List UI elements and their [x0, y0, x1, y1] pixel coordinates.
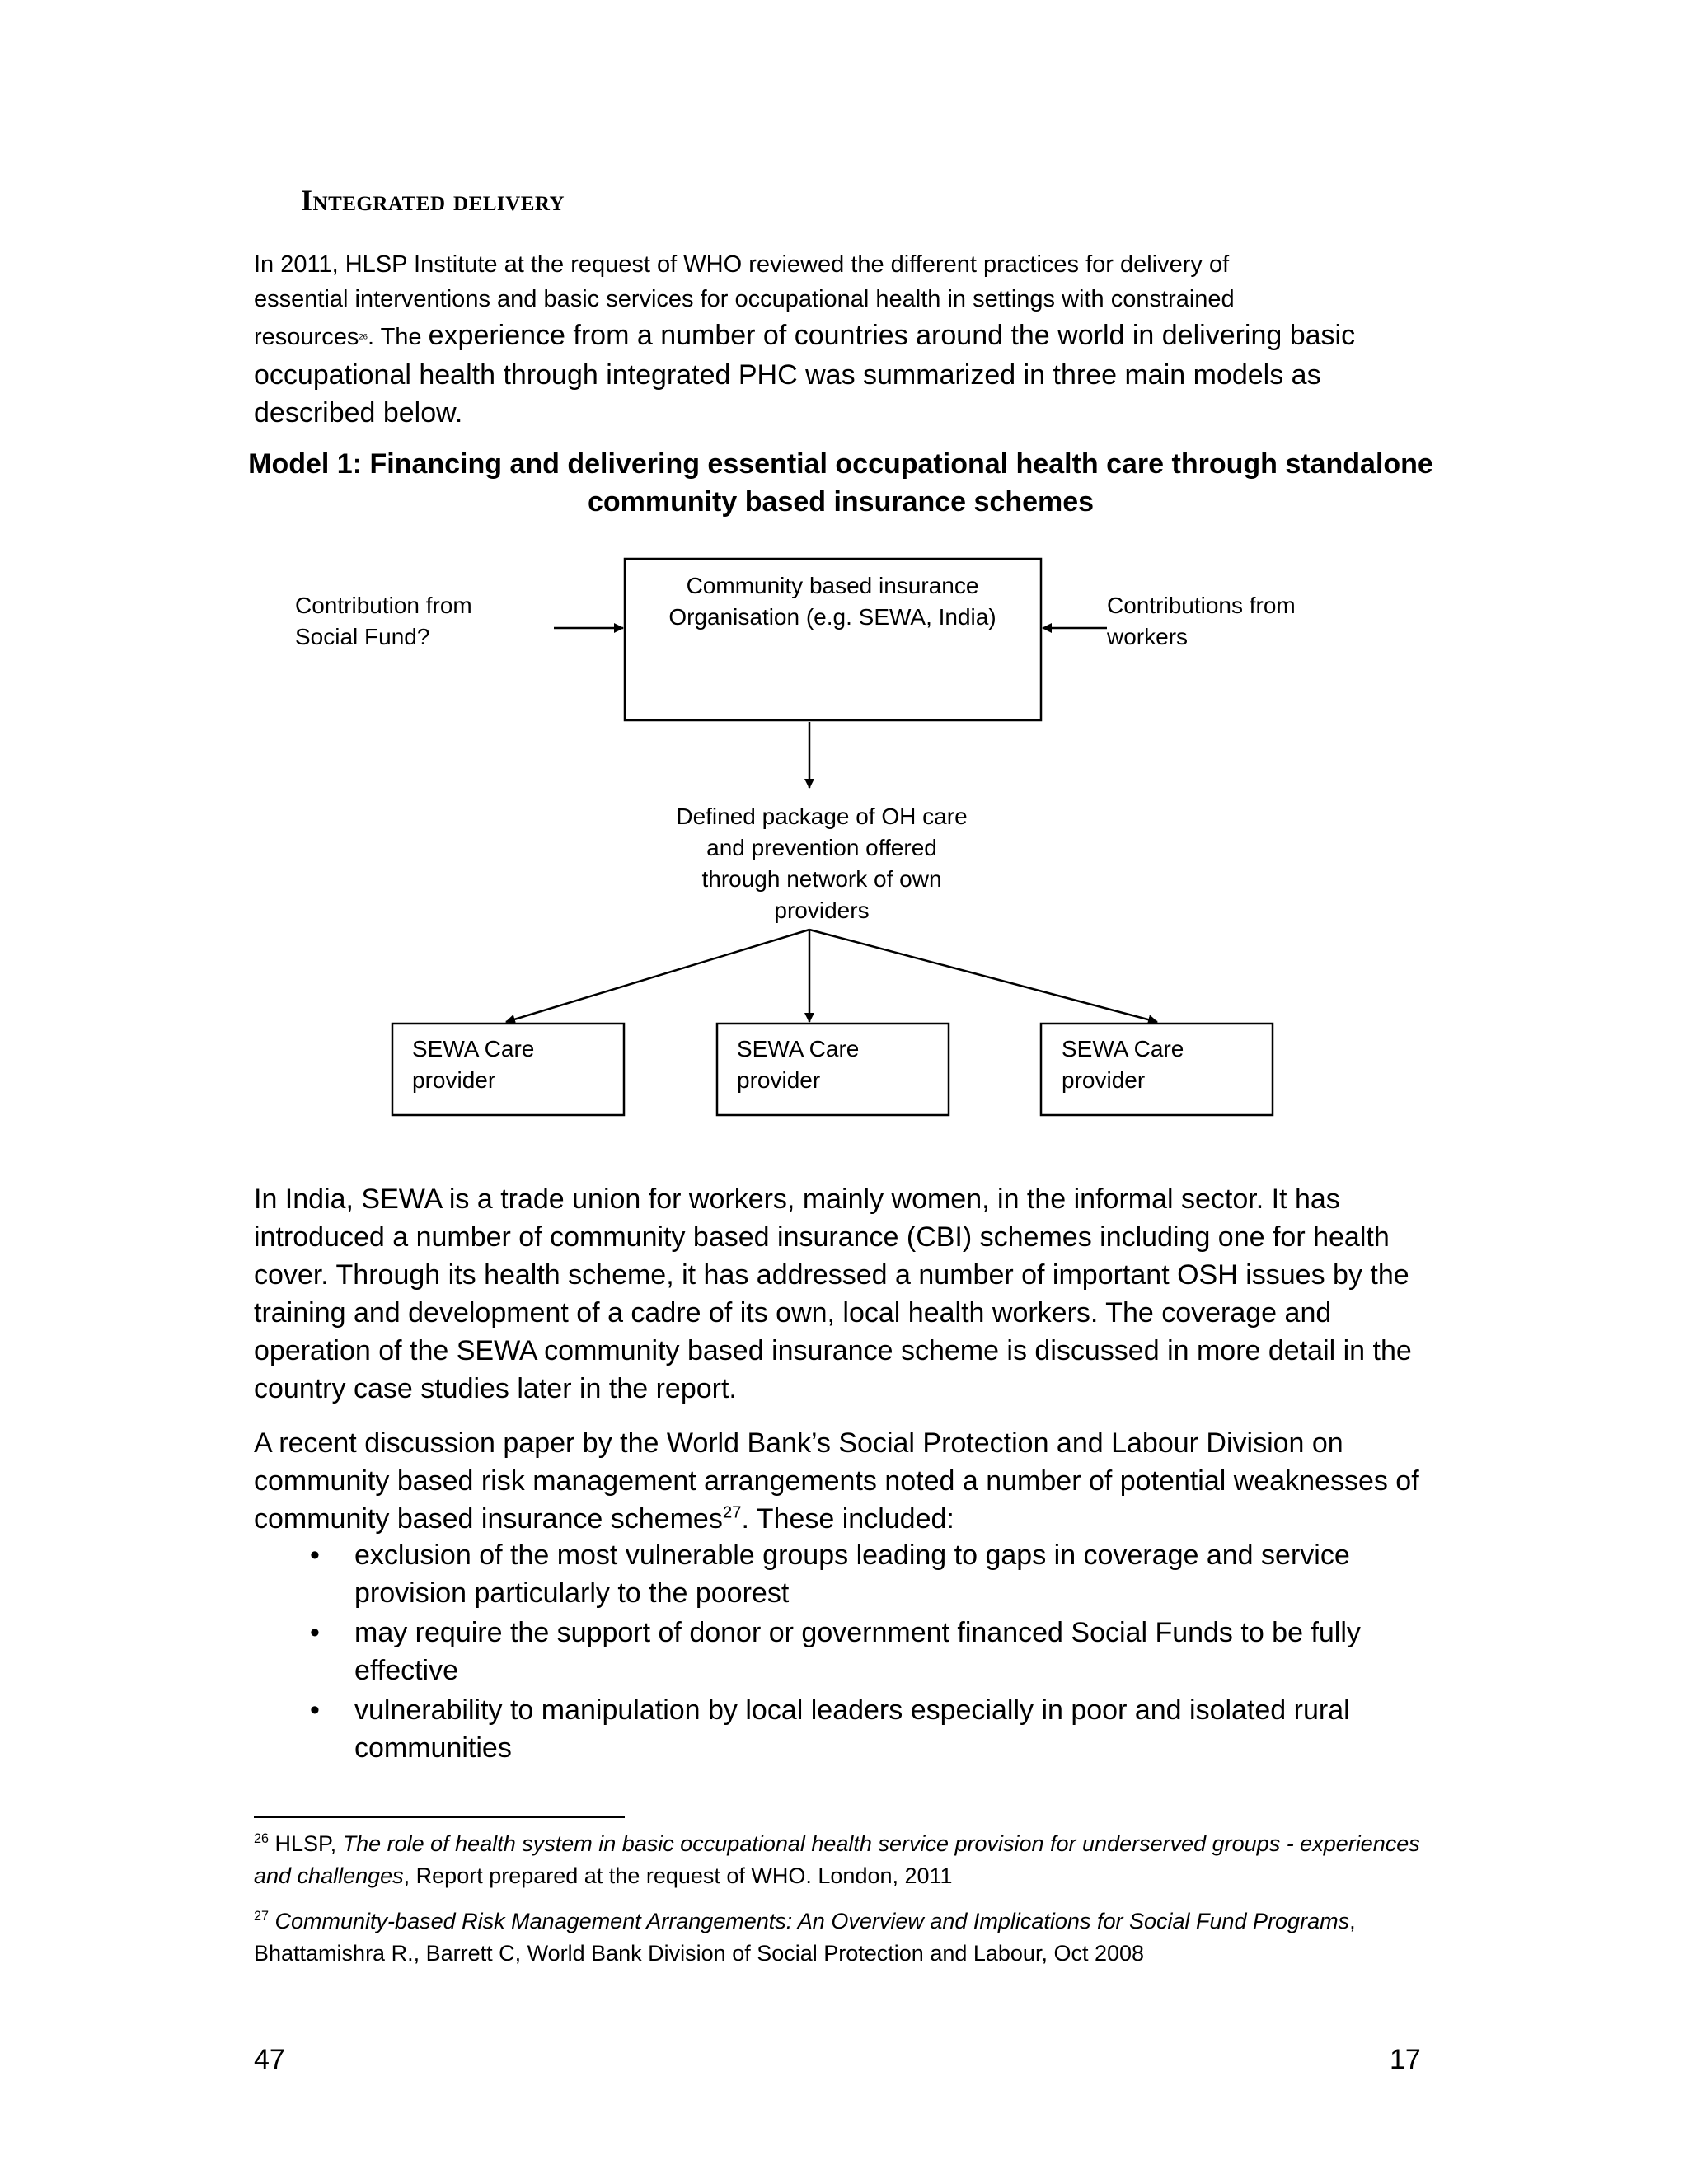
intro-line-1: In 2011, HLSP Institute at the request o…	[254, 251, 1230, 278]
intro-line-5: described below.	[254, 397, 463, 429]
model-title: Model 1: Financing and delivering essent…	[247, 445, 1434, 521]
bullet-icon: •	[310, 1540, 320, 1571]
insurance-org-box	[623, 557, 1043, 722]
intro-line-3-mid: . The	[368, 324, 429, 350]
footnote-prefix: HLSP,	[269, 1831, 343, 1856]
footnote-number: 26	[254, 1831, 270, 1846]
footnote-26: 26 HLSP, The role of health system in ba…	[254, 1828, 1441, 1892]
package-line-3: through network of own	[701, 866, 942, 892]
provider-1-line-2: provider	[412, 1067, 496, 1093]
sewa-paragraph: In India, SEWA is a trade union for work…	[254, 1183, 1412, 1404]
intro-line-4: occupational health through integrated P…	[254, 359, 1321, 391]
social-fund-label: Contribution from Social Fund?	[295, 590, 472, 653]
list-item: • may require the support of donor or gov…	[254, 1614, 1441, 1690]
model-title-line-1: Model 1: Financing and delivering essent…	[248, 448, 1433, 480]
intro-line-3-end: experience from a number of countries ar…	[428, 320, 1356, 351]
world-bank-text: A recent discussion paper by the World B…	[254, 1427, 1419, 1535]
footnote-suffix: , Report prepared at the request of WHO.…	[403, 1863, 953, 1888]
list-item-text: exclusion of the most vulnerable groups …	[354, 1540, 1350, 1609]
list-item-text: vulnerability to manipulation by local l…	[354, 1694, 1350, 1764]
weakness-list: • exclusion of the most vulnerable groups…	[254, 1536, 1441, 1769]
list-item: • vulnerability to manipulation by local …	[254, 1691, 1441, 1767]
arrow-provider-3	[809, 928, 1158, 1024]
world-bank-paragraph: A recent discussion paper by the World B…	[254, 1424, 1441, 1538]
provider-3-line-1: SEWA Care	[1062, 1036, 1184, 1062]
insurance-org-line-2: Organisation (e.g. SEWA, India)	[668, 604, 996, 630]
package-line-4: providers	[774, 898, 870, 923]
world-bank-tail: . These included:	[741, 1503, 954, 1535]
page-number-left: 47	[254, 2044, 285, 2075]
provider-box-3	[1039, 1022, 1274, 1117]
package-line-2: and prevention offered	[706, 835, 937, 860]
footnote-number: 27	[254, 1909, 270, 1924]
package-label: Defined package of OH care and preventio…	[657, 801, 987, 926]
footnote-ref-26: 26	[359, 332, 368, 342]
footnote-suffix: , Bhattamishra R., Barrett C, World Bank…	[254, 1909, 1356, 1966]
intro-paragraph: In 2011, HLSP Institute at the request o…	[254, 247, 1441, 432]
social-fund-label-line-1: Contribution from	[295, 593, 472, 618]
footnote-27: 27 Community-based Risk Management Arran…	[254, 1905, 1441, 1970]
list-item-text: may require the support of donor or gove…	[354, 1617, 1361, 1686]
intro-line-2: essential interventions and basic servic…	[254, 286, 1235, 312]
footnote-prefix	[269, 1909, 275, 1933]
provider-label-3: SEWA Care provider	[1062, 1033, 1184, 1096]
bullet-icon: •	[310, 1694, 320, 1726]
arrow-provider-1	[505, 928, 810, 1024]
page-number-right: 17	[1390, 2044, 1421, 2075]
intro-line-3: resources26. The experience from a numbe…	[254, 316, 1441, 356]
package-line-1: Defined package of OH care	[676, 804, 968, 829]
footnote-title: Community-based Risk Management Arrangem…	[274, 1909, 1350, 1933]
provider-2-line-2: provider	[737, 1067, 821, 1093]
workers-label-line-1: Contributions from	[1107, 593, 1296, 618]
workers-label-line-2: workers	[1107, 624, 1189, 649]
workers-label: Contributions from workers	[1107, 590, 1296, 653]
footnote-ref-27: 27	[722, 1503, 742, 1522]
intro-line-3-start: resources	[254, 324, 359, 350]
model-title-line-2: community based insurance schemes	[587, 486, 1095, 518]
bullet-icon: •	[310, 1617, 320, 1648]
provider-2-line-1: SEWA Care	[737, 1036, 860, 1062]
provider-box-2	[715, 1022, 950, 1117]
insurance-org-line-1: Community based insurance	[686, 573, 979, 598]
section-heading: Integrated delivery	[301, 184, 565, 217]
footnote-divider	[254, 1816, 625, 1818]
footnote-title: The role of health system in basic occup…	[254, 1831, 1420, 1888]
list-item: • exclusion of the most vulnerable groups…	[254, 1536, 1441, 1612]
insurance-org-label: Community based insurance Organisation (…	[626, 570, 1039, 633]
provider-box-1	[391, 1022, 626, 1117]
provider-label-1: SEWA Care provider	[412, 1033, 534, 1096]
provider-1-line-1: SEWA Care	[412, 1036, 535, 1062]
social-fund-label-line-2: Social Fund?	[295, 624, 430, 649]
provider-3-line-2: provider	[1062, 1067, 1146, 1093]
provider-label-2: SEWA Care provider	[737, 1033, 859, 1096]
